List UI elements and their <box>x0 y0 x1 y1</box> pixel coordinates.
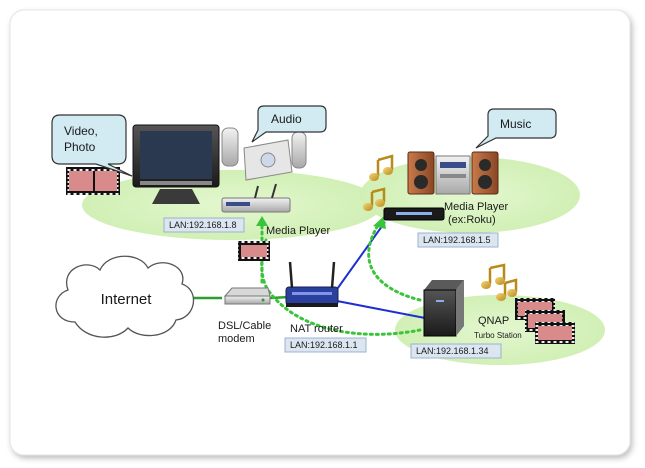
home-player-label: Media Player <box>266 225 331 237</box>
home-player-lan: LAN:192.168.1.8 <box>169 220 237 230</box>
qnap-nas-device <box>423 280 464 337</box>
router-label: NAT router <box>290 323 343 335</box>
stream-arrow-home-player <box>256 216 268 226</box>
qnap-label-line1: QNAP <box>478 315 509 327</box>
home-media-player <box>221 183 291 213</box>
music-note-icon-2 <box>363 187 386 211</box>
callout-music: Music <box>475 108 557 149</box>
roku-label-line2: (ex:Roku) <box>448 214 496 226</box>
tv-device <box>132 124 220 204</box>
film-strips-qnap-icon <box>515 298 575 344</box>
qnap-label-line2: Turbo Station <box>474 331 522 340</box>
router-lan: LAN:192.168.1.1 <box>290 340 358 350</box>
modem-device <box>223 287 271 305</box>
wire-router-roku <box>334 221 386 293</box>
modem-label-line2: modem <box>218 333 255 345</box>
callout-video-line2: Photo <box>64 140 96 154</box>
music-note-icon <box>369 154 394 181</box>
audio-system <box>221 127 307 181</box>
internet-cloud: Internet <box>55 255 195 338</box>
music-note-icon-4 <box>496 278 518 301</box>
roku-lan: LAN:192.168.1.5 <box>423 235 491 245</box>
home-player-lan-box <box>163 217 245 233</box>
modem-label-line1: DSL/Cable <box>218 320 271 332</box>
roku-player <box>383 207 445 221</box>
callout-audio-text: Audio <box>271 112 302 126</box>
qnap-lan: LAN:192.168.1.34 <box>416 346 489 356</box>
callout-music-text: Music <box>500 117 531 131</box>
roku-lan-box <box>417 232 499 248</box>
roku-label-line1: Media Player <box>444 201 509 213</box>
callout-audio: Audio <box>251 105 327 143</box>
callout-video-photo: Video, Photo <box>51 114 133 177</box>
router-lan-box <box>284 337 367 353</box>
internet-label: Internet <box>101 291 153 308</box>
music-note-icon-3 <box>481 263 506 289</box>
qnap-lan-box <box>410 343 502 359</box>
film-strip-icon <box>66 167 120 195</box>
callout-video-line1: Video, <box>64 124 98 138</box>
stream-arrow-roku <box>373 216 386 229</box>
stream-qnap-roku <box>367 220 422 302</box>
wire-router-qnap <box>336 300 426 319</box>
stereo-system <box>407 151 499 195</box>
film-strip-icon-router <box>238 241 270 261</box>
router-device <box>285 261 339 307</box>
